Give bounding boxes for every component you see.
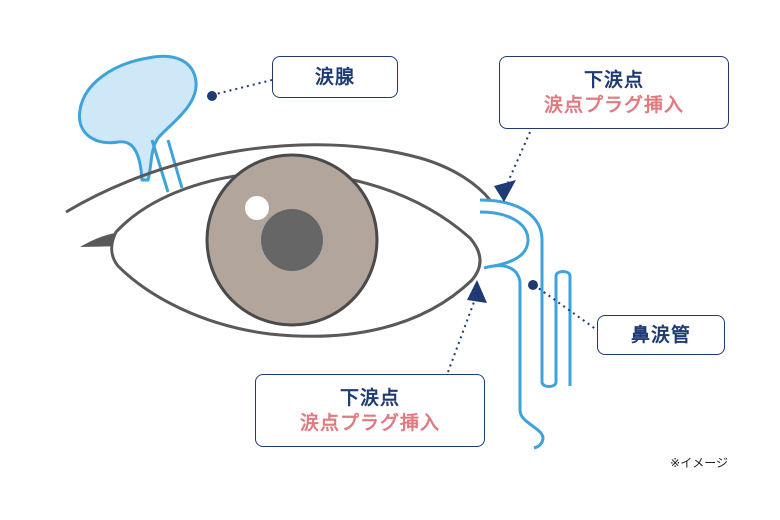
image-note: ※イメージ [670, 456, 728, 470]
upper-punctum-label: 下涙点 涙点プラグ挿入 [499, 56, 729, 129]
lower-punctum-label: 下涙点 涙点プラグ挿入 [255, 374, 485, 447]
nasolacrimal-duct-title: 鼻涙管 [630, 323, 691, 346]
lower-punctum-title: 下涙点 [339, 386, 400, 409]
upper-punctum-title: 下涙点 [583, 68, 644, 91]
nasolacrimal-pointer-dot [528, 280, 538, 290]
gland-pointer-dot [207, 91, 217, 101]
upper-eyelid-crease [65, 143, 492, 214]
eye-highlight [245, 196, 269, 220]
lower-punctum-action: 涙点プラグ挿入 [299, 411, 440, 434]
pupil [261, 209, 323, 271]
lower-punctum-arrowhead [467, 280, 487, 303]
lower-punctum-pointer-line [447, 301, 475, 373]
lacrimal-gland-title: 涙腺 [314, 65, 355, 88]
upper-punctum-pointer-line [507, 131, 531, 183]
nasolacrimal-pointer-line [533, 284, 598, 331]
lacrimal-gland-shape [78, 54, 198, 182]
lacrimal-gland-label: 涙腺 [272, 56, 398, 98]
nasolacrimal-duct-label: 鼻涙管 [597, 315, 725, 355]
upper-punctum-action: 涙点プラグ挿入 [543, 93, 684, 116]
upper-canaliculus-outer [479, 198, 572, 388]
upper-punctum-arrowhead [494, 180, 516, 202]
upper-canaliculus [479, 210, 530, 268]
nasolacrimal-duct [483, 264, 545, 450]
gland-pointer-line [211, 79, 273, 96]
